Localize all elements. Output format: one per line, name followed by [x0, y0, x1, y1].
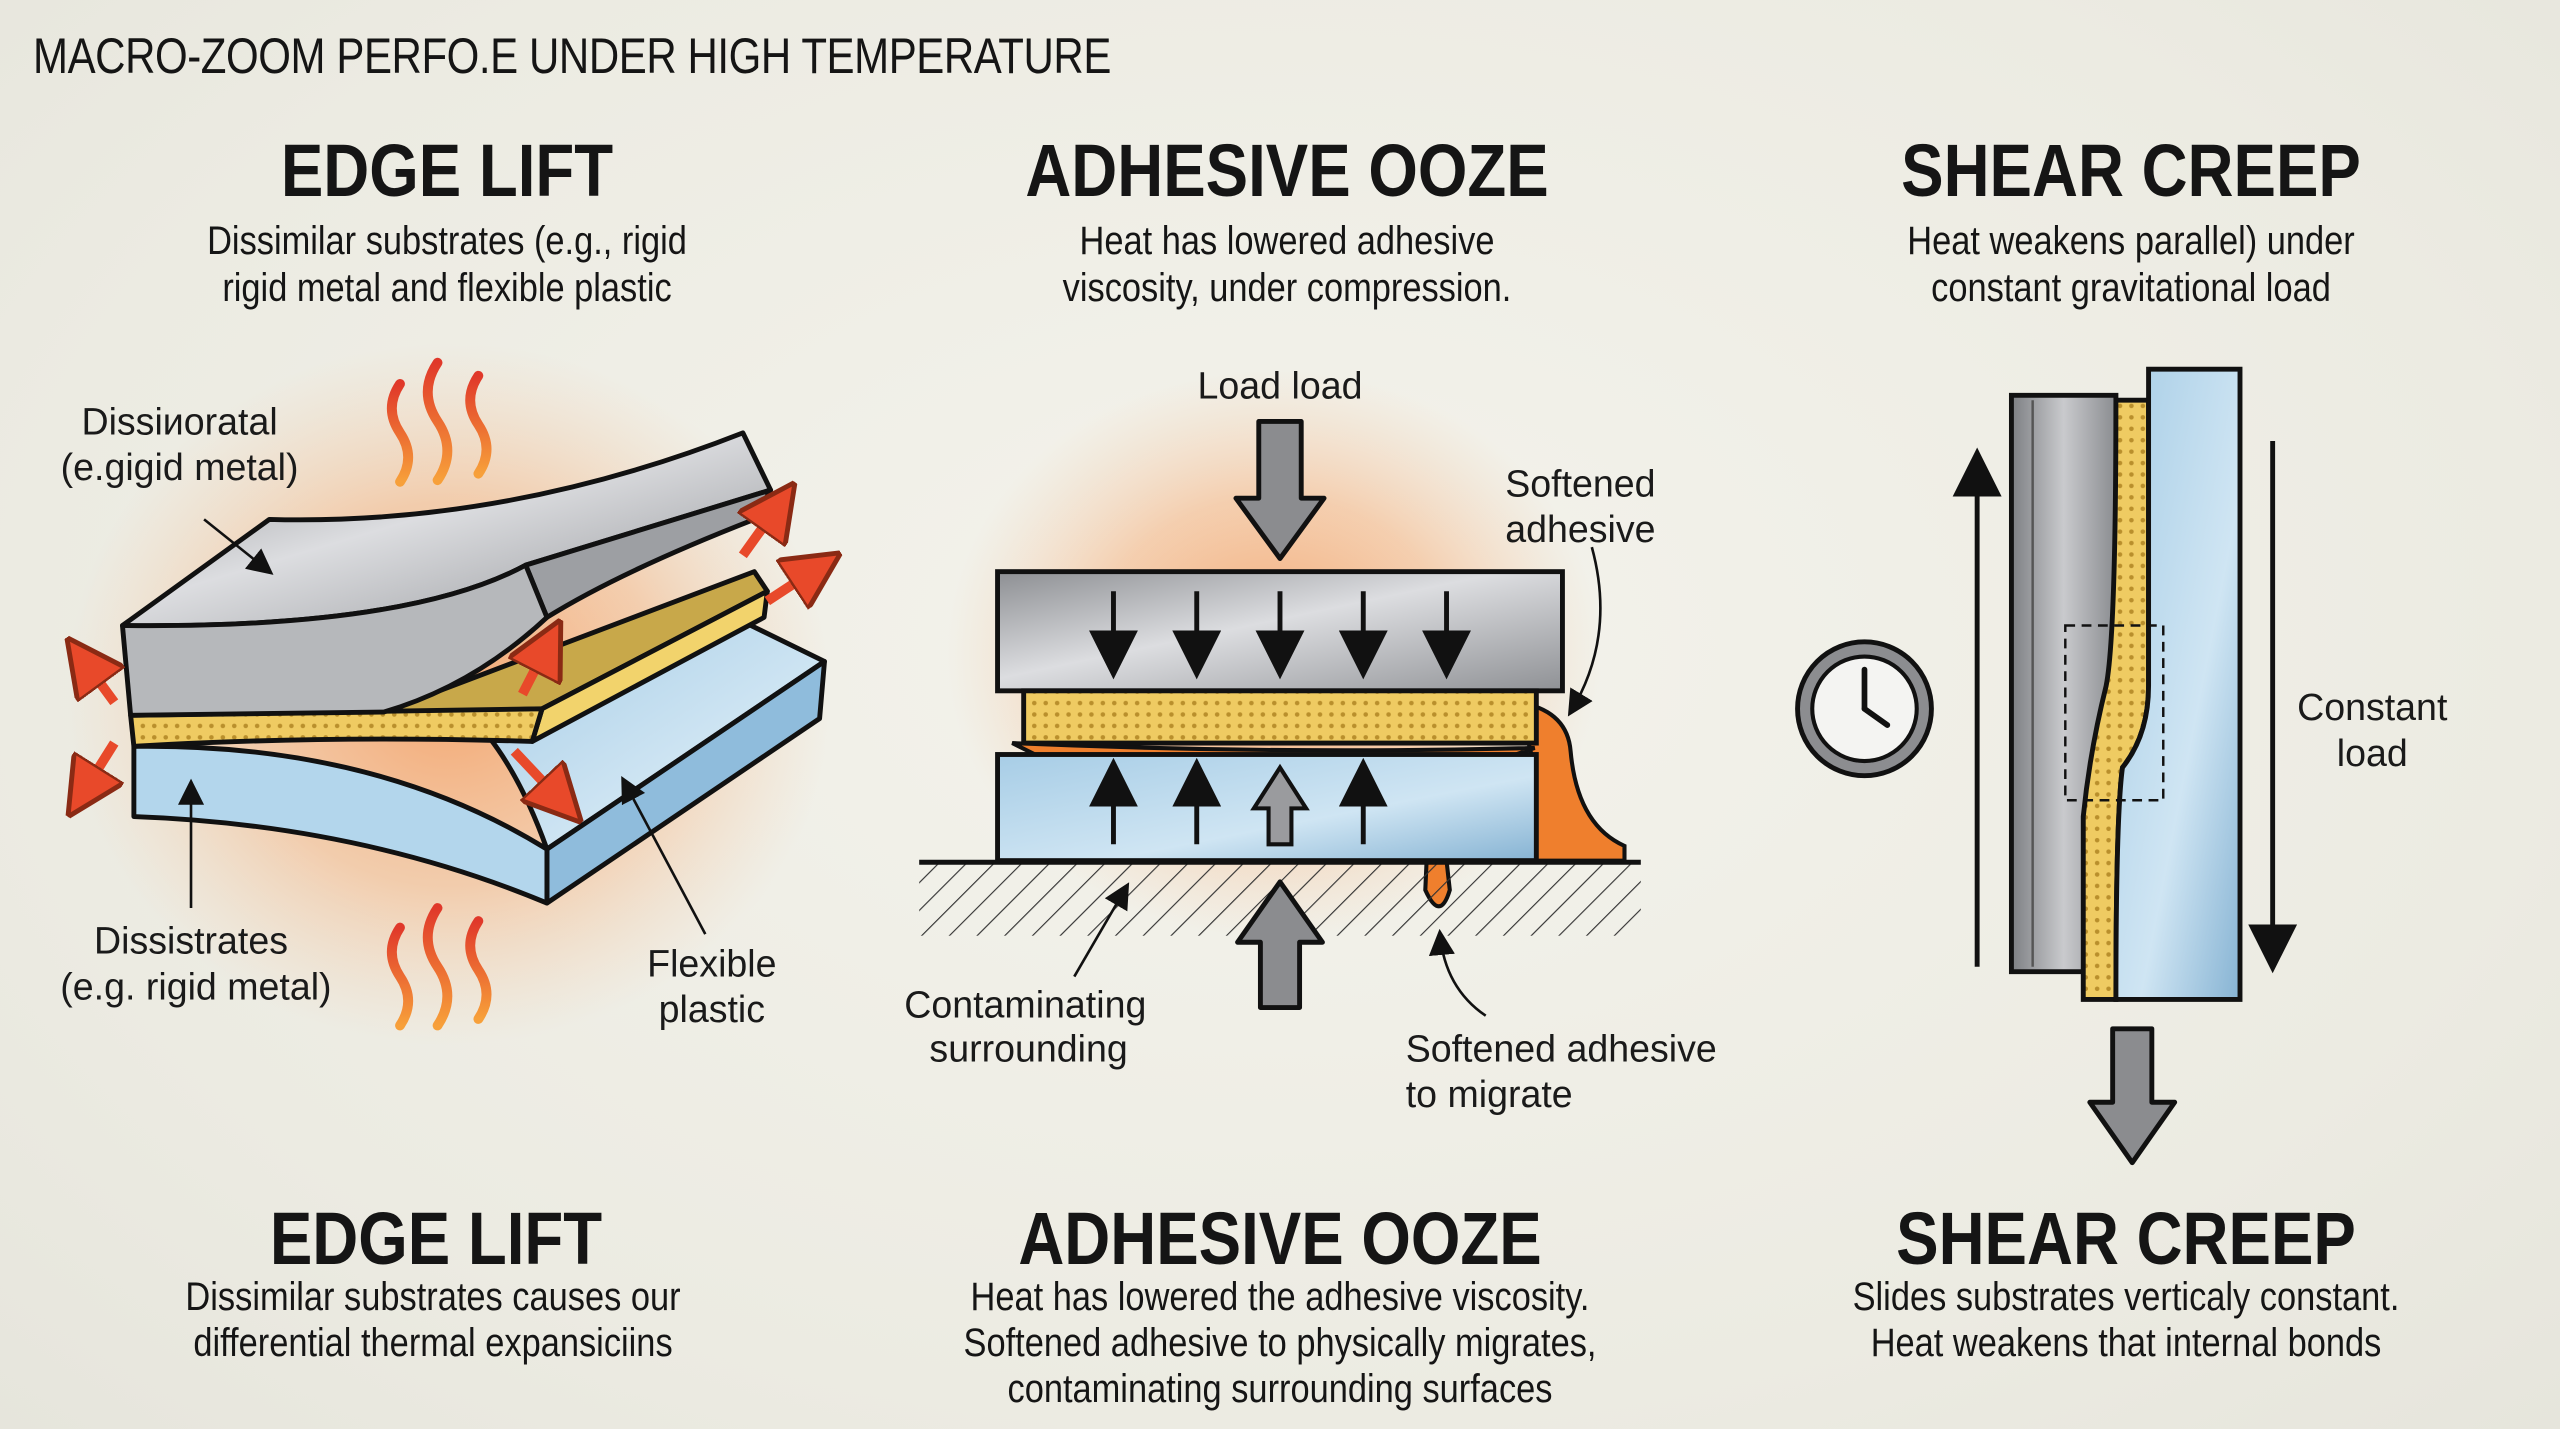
label-load: Load load — [1198, 365, 1363, 407]
load-arrow-icon — [1233, 418, 1327, 562]
adhesive-ooze-diagram: Load load Softene — [904, 365, 1717, 1116]
description-line: constant gravitational load — [1931, 266, 2331, 310]
summary-line: Slides substrates verticaly constant. — [1852, 1275, 2400, 1319]
leader-lines — [177, 518, 707, 935]
description-adhesive-ooze: Heat has lowered adhesive viscosity, und… — [1063, 218, 1512, 312]
description-line: Heat has lowered adhesive — [1079, 219, 1495, 263]
heading-edge-lift: EDGE LIFT — [280, 129, 614, 212]
description-line: Heat weakens parallel) under — [1907, 219, 2355, 263]
label-bottom-line1: Dissistrates — [94, 920, 288, 962]
description-line: viscosity, under compression. — [1062, 266, 1512, 310]
label-contam-line2: surrounding — [929, 1027, 1127, 1069]
label-migrate-line1: Softened adhesive — [1406, 1027, 1717, 1069]
plastic-plate — [2113, 366, 2243, 1002]
label-top-line2: (e.gigid metal) — [61, 446, 299, 488]
label-right-line2: plastic — [659, 988, 765, 1030]
description-shear-creep: Heat weakens parallel) under constant gr… — [1907, 218, 2354, 312]
summary-line: contaminating surrounding surfaces — [1007, 1367, 1553, 1411]
heat-wave-icon — [386, 357, 492, 487]
leader-lines — [1073, 546, 1602, 1017]
load-arrow-icon — [1235, 879, 1325, 1011]
hollow-up-arrow-icon — [1250, 763, 1310, 847]
summary-heading-shear-creep: SHEAR CREEP — [1896, 1197, 2356, 1280]
label-constant-line1: Constant — [2297, 686, 2448, 728]
label-right-line1: Flexible — [647, 943, 776, 985]
summary-line: differential thermal expansiciins — [193, 1321, 673, 1365]
summary-line: Heat weakens that internal bonds — [1870, 1321, 2382, 1365]
compression-arrows-up — [1088, 757, 1388, 845]
label-top-line1: Dissiиoratal — [81, 400, 277, 442]
label-bottom-line2: (e.g. rigid metal) — [60, 965, 331, 1007]
clock-icon — [1795, 639, 1934, 779]
summary-line: Softened adhesive to physically migrates… — [963, 1321, 1597, 1365]
summary-edge-lift: Dissimilar substrates causes our differe… — [185, 1274, 680, 1366]
description-edge-lift: Dissimilar substrates (e.g., rigid rigid… — [207, 218, 687, 312]
summary-line: Heat has lowered the adhesive viscosity. — [970, 1275, 1590, 1319]
heading-shear-creep: SHEAR CREEP — [1901, 129, 2361, 212]
heading-adhesive-ooze: ADHESIVE OOZE — [1025, 129, 1549, 212]
description-line: Dissimilar substrates (e.g., rigid — [207, 219, 687, 263]
page-title: MACRO-ZOOM PERFO.E UNDER HIGH TEMPERATUR… — [33, 28, 1111, 84]
rigid-metal-layer — [120, 430, 774, 718]
deformation-box — [2064, 624, 2165, 802]
label-softened-line2: adhesive — [1505, 508, 1655, 550]
shear-creep-diagram: Constant load — [1795, 366, 2448, 1166]
summary-heading-edge-lift: EDGE LIFT — [269, 1197, 603, 1280]
description-line: rigid metal and flexible plastic — [222, 266, 672, 310]
label-contam-line1: Contaminating — [904, 983, 1146, 1025]
compression-arrows-down — [1088, 591, 1472, 680]
adhesive-layer — [1021, 688, 1539, 746]
edge-lift-diagram: Dissiиoratal (e.gigid metal) Dissistrate… — [60, 343, 832, 1046]
summary-line: Dissimilar substrates causes our — [185, 1275, 681, 1319]
label-softened-line1: Softened — [1505, 463, 1655, 505]
summary-heading-adhesive-ooze: ADHESIVE OOZE — [1018, 1197, 1542, 1280]
label-constant-line2: load — [2337, 732, 2408, 774]
adhesive-layer — [128, 569, 770, 749]
summary-shear-creep: Slides substrates verticaly constant. He… — [1853, 1274, 2400, 1366]
load-arrow-icon — [2087, 1026, 2178, 1166]
label-migrate-line2: to migrate — [1406, 1073, 1573, 1115]
expansion-arrow-icon — [78, 498, 824, 808]
summary-adhesive-ooze: Heat has lowered the adhesive viscosity.… — [964, 1274, 1597, 1412]
heat-wave-icon — [386, 903, 492, 1031]
